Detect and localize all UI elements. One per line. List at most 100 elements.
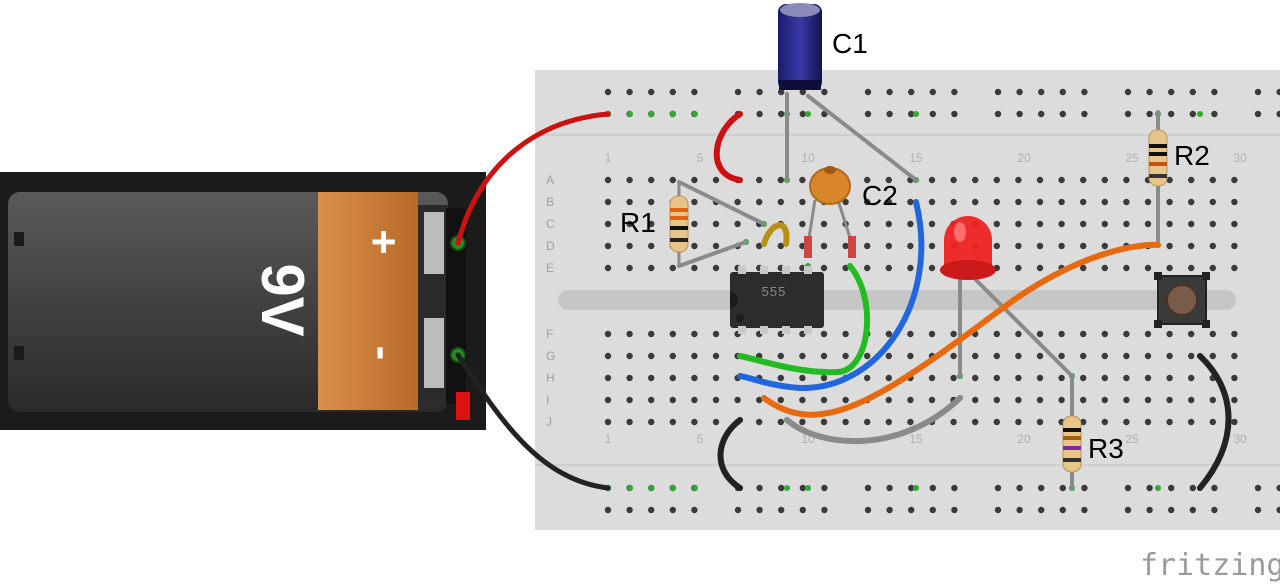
breadboard-hole	[950, 198, 957, 206]
breadboard-hole	[1211, 88, 1218, 96]
breadboard-hole	[864, 220, 871, 228]
breadboard-hole	[1080, 198, 1087, 206]
col-num-5-bottom: 5	[697, 432, 704, 446]
breadboard-hole	[1038, 88, 1045, 96]
breadboard-hole	[669, 352, 676, 360]
breadboard-hole	[756, 506, 763, 514]
breadboard-hole	[1144, 418, 1152, 426]
breadboard-hole	[993, 198, 1000, 206]
row-letter-d: D	[546, 239, 555, 253]
battery-voltage-label: 9V	[249, 263, 316, 336]
breadboard-hole	[972, 198, 979, 206]
breadboard-hole	[1124, 110, 1132, 118]
breadboard-hole	[950, 176, 957, 184]
breadboard-hole	[820, 264, 828, 272]
col-num-10: 10	[801, 151, 815, 165]
breadboard-hole	[777, 396, 784, 404]
breadboard-hole	[648, 506, 655, 514]
label-r3: R3	[1088, 433, 1124, 464]
breadboard-hole	[799, 110, 806, 118]
breadboard-hole	[1144, 198, 1152, 206]
breadboard-hole	[799, 198, 806, 206]
breadboard-hole	[1123, 220, 1130, 228]
breadboard-hole	[1188, 374, 1195, 382]
breadboard-hole	[1166, 220, 1173, 228]
breadboard-hole	[756, 110, 763, 118]
breadboard-hole	[994, 484, 1002, 492]
battery-9v: 9V + -	[0, 172, 486, 430]
breadboard-hole	[1231, 330, 1238, 338]
breadboard-hole	[929, 506, 936, 514]
breadboard-hole	[756, 484, 763, 492]
breadboard-hole	[1166, 264, 1173, 272]
breadboard-hole	[1254, 484, 1262, 492]
breadboard-hole	[799, 176, 806, 184]
breadboard-hole	[648, 485, 654, 491]
breadboard-hole	[648, 396, 655, 404]
row-letter-i: I	[546, 393, 549, 407]
breadboard-hole	[928, 264, 936, 272]
breadboard-hole	[648, 264, 655, 272]
breadboard-hole	[951, 110, 958, 118]
breadboard-hole	[842, 418, 849, 426]
breadboard-hole	[1101, 374, 1109, 382]
breadboard-hole	[669, 264, 676, 272]
r1-top-lead	[677, 180, 766, 226]
breadboard-hole	[820, 396, 828, 404]
breadboard-hole	[885, 396, 892, 404]
breadboard-hole	[1276, 506, 1280, 514]
breadboard-hole	[864, 506, 872, 514]
breadboard-hole	[648, 242, 655, 250]
breadboard-hole	[604, 220, 612, 228]
breadboard-hole	[691, 198, 698, 206]
breadboard-hole	[907, 418, 914, 426]
breadboard-hole	[626, 352, 633, 360]
breadboard-hole	[1188, 220, 1195, 228]
breadboard-hole	[1058, 198, 1065, 206]
breadboard-hole	[928, 374, 936, 382]
breadboard-hole	[1144, 352, 1152, 360]
breadboard-hole	[1209, 264, 1217, 272]
breadboard-hole	[1209, 198, 1217, 206]
breadboard-hole	[1146, 110, 1153, 118]
breadboard-hole	[777, 374, 784, 382]
breadboard-hole	[1123, 264, 1130, 272]
battery-red-lead	[455, 111, 611, 246]
breadboard-hole	[604, 88, 612, 96]
breadboard-hole	[1211, 484, 1218, 492]
breadboard-hole	[994, 506, 1002, 514]
breadboard-hole	[864, 198, 871, 206]
breadboard-hole	[864, 176, 871, 184]
breadboard-hole	[1209, 220, 1217, 228]
breadboard-hole	[734, 396, 741, 404]
breadboard-hole	[756, 242, 763, 250]
breadboard-hole	[907, 220, 914, 228]
breadboard-hole	[1036, 418, 1044, 426]
capacitor-c1	[778, 3, 822, 90]
breadboard-hole	[805, 485, 811, 491]
breadboard-hole	[1038, 110, 1045, 118]
breadboard-hole	[1038, 506, 1045, 514]
breadboard-hole	[842, 198, 849, 206]
breadboard-hole	[626, 220, 633, 228]
breadboard-hole	[669, 330, 676, 338]
breadboard-hole	[648, 374, 655, 382]
breadboard-hole	[842, 242, 849, 250]
breadboard-hole	[885, 264, 892, 272]
breadboard-hole	[993, 374, 1000, 382]
col-num-25: 25	[1125, 151, 1139, 165]
breadboard-hole	[1080, 330, 1087, 338]
breadboard-hole	[993, 418, 1000, 426]
breadboard-hole	[670, 485, 676, 491]
breadboard-hole	[821, 88, 828, 96]
breadboard-hole	[799, 220, 806, 228]
breadboard-hole	[627, 111, 633, 117]
breadboard-hole	[1189, 506, 1197, 514]
breadboard-hole	[1124, 88, 1132, 96]
breadboard-hole	[1146, 506, 1153, 514]
breadboard-hole	[778, 110, 785, 118]
breadboard-hole	[1146, 484, 1153, 492]
breadboard-hole	[1058, 220, 1065, 228]
breadboard-hole	[1168, 484, 1175, 492]
battery-black-lead	[455, 352, 611, 491]
